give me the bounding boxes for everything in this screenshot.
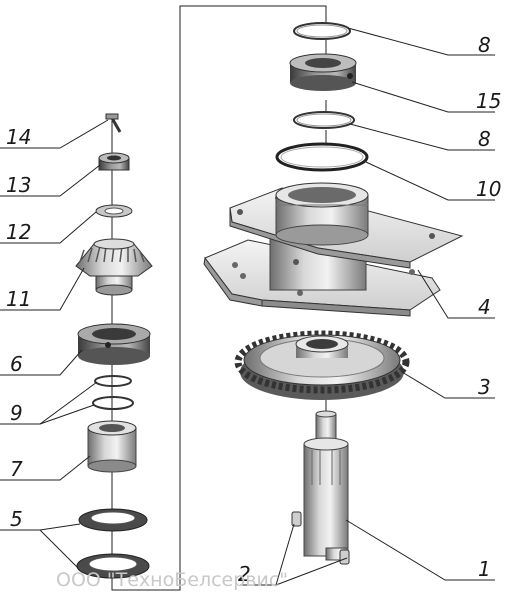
callout-1: 1 bbox=[478, 557, 491, 581]
callout-5: 5 bbox=[10, 507, 23, 531]
splined-shaft-1 bbox=[303, 410, 349, 561]
callout-4: 4 bbox=[478, 295, 491, 319]
callout-2: 2 bbox=[238, 562, 251, 586]
nut-13 bbox=[98, 152, 130, 171]
callout-labels: 8 15 8 10 4 3 1 2 14 13 12 11 6 9 7 5 bbox=[6, 33, 501, 586]
pin-14 bbox=[105, 113, 122, 133]
spur-gear-3 bbox=[234, 330, 410, 400]
callout-9: 9 bbox=[10, 401, 23, 425]
callout-15: 15 bbox=[476, 89, 501, 113]
callout-7: 7 bbox=[10, 457, 23, 481]
keys-2 bbox=[291, 511, 350, 565]
callout-10: 10 bbox=[476, 177, 501, 201]
rings-9 bbox=[92, 375, 134, 410]
callout-6: 6 bbox=[10, 352, 23, 376]
bevel-gear-11 bbox=[75, 238, 153, 296]
housing-4 bbox=[203, 182, 464, 317]
o-ring-10 bbox=[275, 142, 369, 172]
bearing-6 bbox=[77, 323, 151, 365]
bushing-7 bbox=[87, 420, 137, 473]
callout-12: 12 bbox=[6, 220, 31, 244]
callout-8-middle: 8 bbox=[478, 127, 491, 151]
bearing-15 bbox=[289, 53, 357, 91]
seals-5 bbox=[76, 508, 150, 579]
washer-12 bbox=[95, 204, 133, 218]
watermark: ООО "ТехноБелсервис" bbox=[56, 569, 288, 591]
callout-14: 14 bbox=[6, 125, 31, 149]
retaining-ring-middle bbox=[293, 111, 355, 129]
callout-13: 13 bbox=[6, 173, 31, 197]
leader-lines bbox=[0, 27, 495, 586]
callout-8-top: 8 bbox=[478, 33, 491, 57]
retaining-ring-top bbox=[293, 22, 351, 40]
callout-3: 3 bbox=[478, 375, 491, 399]
callout-11: 11 bbox=[6, 287, 31, 311]
